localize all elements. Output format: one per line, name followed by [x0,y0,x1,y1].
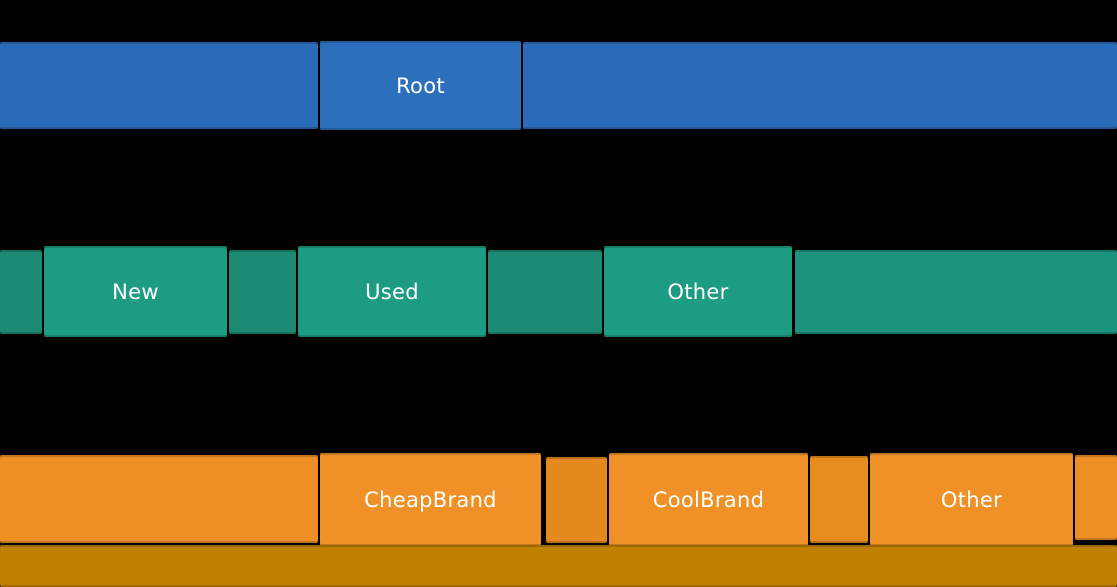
tile-unlabeled-l3-s0[interactable] [0,545,1117,587]
tile-used-l1[interactable]: Used [298,246,486,337]
tile-unlabeled-l2-s4[interactable] [810,456,868,543]
tile-unlabeled-l1-s0[interactable] [0,250,42,334]
tile-coolbrand-l2[interactable]: CoolBrand [609,453,808,546]
tile-unlabeled-l0-s2[interactable] [523,42,1117,129]
tile-unlabeled-l2-s0[interactable] [0,455,318,543]
tile-label: CoolBrand [652,487,765,512]
tile-other-l2[interactable]: Other [870,453,1073,546]
tile-new-l1[interactable]: New [44,246,227,337]
tile-label: Other [940,487,1003,512]
tile-unlabeled-l1-s4[interactable] [488,250,602,334]
tile-unlabeled-l2-s2[interactable] [546,457,607,543]
tile-label: New [112,279,159,304]
tile-other-l1[interactable]: Other [604,246,792,337]
tile-cheapbrand-l2[interactable]: CheapBrand [320,453,541,546]
tile-label: Used [365,279,419,304]
tile-label: Root [396,73,445,98]
tile-root-l0[interactable]: Root [320,41,521,130]
tile-unlabeled-l1-s2[interactable] [229,250,296,334]
tile-unlabeled-l1-s6[interactable] [795,250,1117,334]
tile-unlabeled-l2-s6[interactable] [1075,455,1117,540]
tile-label: CheapBrand [364,487,497,512]
tile-unlabeled-l0-s0[interactable] [0,42,318,129]
tile-label: Other [667,279,729,304]
